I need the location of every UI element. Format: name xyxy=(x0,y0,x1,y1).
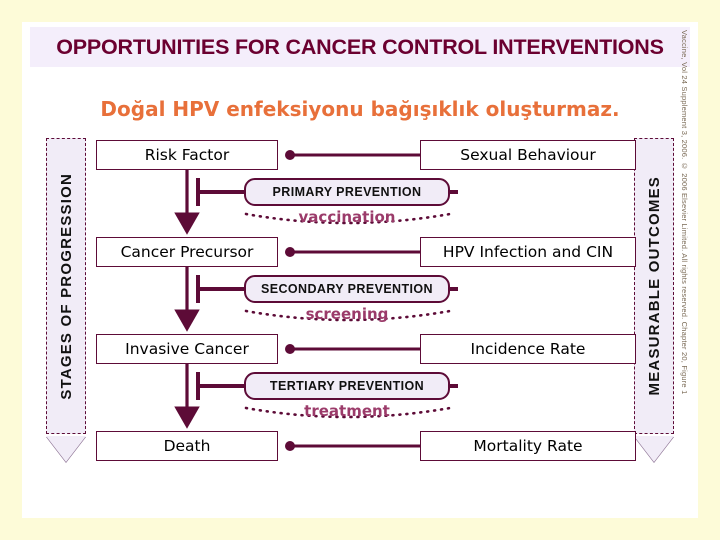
stage-box-cancer-precursor[interactable]: Cancer Precursor xyxy=(96,237,278,267)
intervention-method-screening: screening xyxy=(305,305,389,323)
progression-arrow-icon xyxy=(46,436,86,462)
outcomes-arrow-icon xyxy=(634,436,674,462)
copyright-text: Vaccine, Vol 24 Supplement 3, 2006. © 20… xyxy=(680,30,689,395)
stages-of-progression-label: STAGES OF PROGRESSION xyxy=(57,172,75,400)
stage-box-risk-factor[interactable]: Risk Factor xyxy=(96,140,278,170)
copyright-credit: Vaccine, Vol 24 Supplement 3, 2006. © 20… xyxy=(680,30,696,430)
intervention-tertiary-prevention[interactable]: TERTIARY PREVENTION xyxy=(244,372,450,400)
stage-box-death[interactable]: Death xyxy=(96,431,278,461)
intervention-secondary-prevention[interactable]: SECONDARY PREVENTION xyxy=(244,275,450,303)
title-band: OPPORTUNITIES FOR CANCER CONTROL INTERVE… xyxy=(30,27,690,67)
intervention-primary-prevention[interactable]: PRIMARY PREVENTION xyxy=(244,178,450,206)
intervention-method-treatment: treatment xyxy=(304,402,390,420)
intervention-method-vaccination: vaccination xyxy=(298,208,396,226)
stages-of-progression-rail: STAGES OF PROGRESSION xyxy=(46,138,86,434)
outcome-box-mortality-rate[interactable]: Mortality Rate xyxy=(420,431,636,461)
slide-canvas: OPPORTUNITIES FOR CANCER CONTROL INTERVE… xyxy=(22,22,698,518)
outcome-box-hpv-infection-cin[interactable]: HPV Infection and CIN xyxy=(420,237,636,267)
outcome-box-sexual-behaviour[interactable]: Sexual Behaviour xyxy=(420,140,636,170)
outcome-box-incidence-rate[interactable]: Incidence Rate xyxy=(420,334,636,364)
page-title: OPPORTUNITIES FOR CANCER CONTROL INTERVE… xyxy=(56,34,664,59)
measurable-outcomes-rail: MEASURABLE OUTCOMES xyxy=(634,138,674,434)
subtitle-text: Doğal HPV enfeksiyonu bağışıklık oluştur… xyxy=(100,97,620,121)
stage-box-invasive-cancer[interactable]: Invasive Cancer xyxy=(96,334,278,364)
measurable-outcomes-label: MEASURABLE OUTCOMES xyxy=(645,176,663,396)
cancer-control-diagram: STAGES OF PROGRESSION MEASURABLE OUTCOME… xyxy=(22,122,698,482)
